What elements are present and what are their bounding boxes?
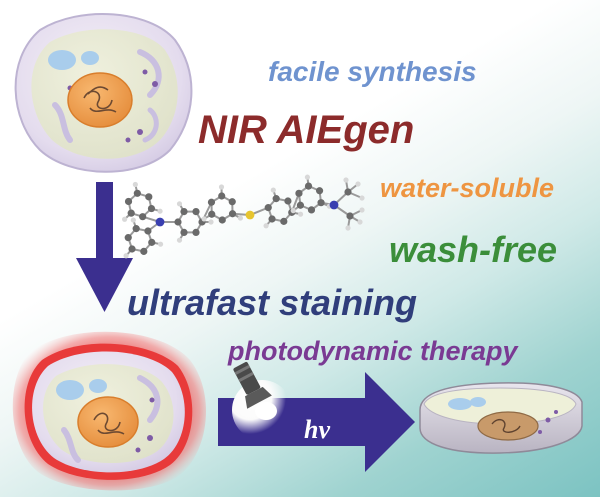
molecule-atom-h xyxy=(355,181,361,187)
molecule-atom-h xyxy=(290,208,296,214)
molecule-atom-c xyxy=(317,199,325,207)
molecule-atom-n xyxy=(329,200,339,210)
label-facile-synthesis: facile synthesis xyxy=(268,56,477,87)
molecule-atom-c xyxy=(148,238,156,246)
molecule-atom-c xyxy=(124,234,132,242)
molecule-atom-c xyxy=(295,189,303,197)
molecule-atom-h xyxy=(176,237,183,243)
label-photodynamic-therapy: photodynamic therapy xyxy=(228,336,518,366)
molecule-atom-c xyxy=(192,208,200,216)
molecule-atom-h xyxy=(157,241,164,247)
molecule-atom-h xyxy=(201,216,207,222)
molecule-atom-c xyxy=(145,193,153,201)
molecule-atom-c xyxy=(218,216,226,224)
molecule-atom-h xyxy=(359,207,365,213)
molecule-atom-c xyxy=(124,197,133,206)
molecule-atom-c xyxy=(128,245,136,253)
molecule-atom-c xyxy=(307,206,316,214)
molecule-atom-c xyxy=(140,247,148,255)
molecule-atom-c xyxy=(304,182,313,190)
molecule-atom-c xyxy=(296,201,305,209)
molecule-atom-h xyxy=(345,225,351,231)
molecule-atom-c xyxy=(272,195,280,203)
molecule-atom-c xyxy=(315,187,324,195)
molecule-atom-c xyxy=(127,209,135,217)
molecule-atom-h xyxy=(208,219,214,225)
molecule-atom-h xyxy=(176,201,183,207)
molecule-atom-c xyxy=(284,197,292,205)
stained-cell-icon xyxy=(12,331,207,491)
molecule-atom-h xyxy=(121,216,128,222)
molecule-atom-c xyxy=(180,208,188,216)
cell-icon xyxy=(14,13,193,173)
molecule-atom-h xyxy=(359,195,365,201)
molecule-atom-c xyxy=(139,213,147,221)
molecule-atom-c xyxy=(208,210,216,218)
molecule-atom-c xyxy=(228,210,237,218)
molecule-atom-c xyxy=(344,188,352,196)
molecule-atom-h xyxy=(304,174,311,180)
molecule-atom-c xyxy=(132,225,140,233)
molecule-atom-h xyxy=(123,253,129,259)
molecule-atom-n xyxy=(155,217,165,227)
molecule-atom-h xyxy=(237,215,244,221)
molecule-atom-c xyxy=(346,212,354,220)
molecule-atom-h xyxy=(297,211,304,217)
molecule-atom-c xyxy=(174,218,182,226)
molecule-atom-s xyxy=(245,210,255,220)
molecule-atom-h xyxy=(157,208,163,214)
molecule-atom-h xyxy=(343,177,349,183)
molecule-atom-c xyxy=(192,228,200,236)
down-arrow xyxy=(76,182,133,312)
label-hv: hν xyxy=(304,415,330,444)
molecule-atom-c xyxy=(264,204,272,212)
label-nir-aiegen: NIR AIEgen xyxy=(198,108,415,152)
molecule-atom-h xyxy=(357,219,363,225)
molecule-atom-h xyxy=(263,223,269,229)
molecule-atom-c xyxy=(280,217,288,225)
molecule-atom-c xyxy=(180,228,188,236)
molecule-atom-c xyxy=(218,192,226,200)
molecule-atom-c xyxy=(207,198,216,206)
molecule-atom-h xyxy=(132,181,138,188)
aiegen-molecule-icon xyxy=(121,174,365,259)
flashlight-icon xyxy=(232,361,292,440)
label-wash-free: wash-free xyxy=(389,229,558,270)
molecule-atom-h xyxy=(218,184,225,190)
molecule-atom-c xyxy=(133,189,141,197)
label-ultrafast-staining: ultrafast staining xyxy=(127,282,418,323)
molecule-atom-c xyxy=(228,198,236,206)
label-water-soluble: water-soluble xyxy=(380,173,555,203)
dead-cell-icon xyxy=(419,382,583,454)
molecule-atom-h xyxy=(130,217,136,223)
molecule-atom-h xyxy=(270,187,276,193)
molecule-atom-c xyxy=(147,204,156,213)
molecule-atom-c xyxy=(268,215,276,223)
molecule-atom-c xyxy=(144,227,152,235)
